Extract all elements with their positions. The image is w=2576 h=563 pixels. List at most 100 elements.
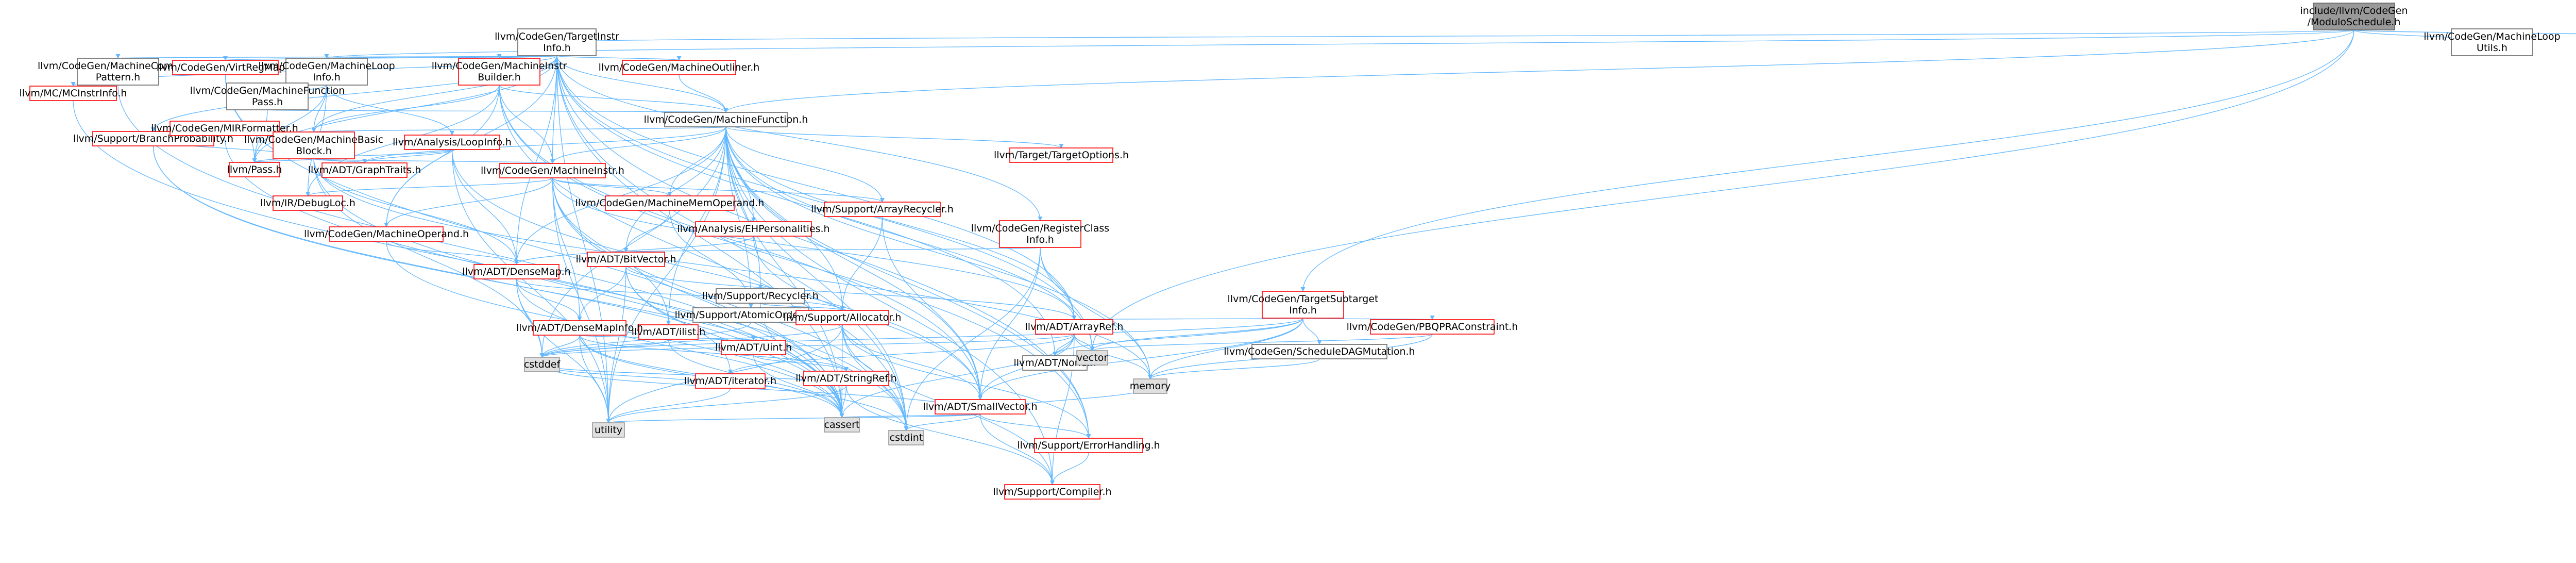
node-pass-label-0: llvm/Pass.h bbox=[227, 164, 282, 175]
node-mmo[interactable]: llvm/CodeGen/MachineMemOperand.h bbox=[575, 195, 765, 211]
node-allocator[interactable]: llvm/Support/Allocator.h bbox=[784, 310, 902, 325]
node-mbb-label-0: llvm/CodeGen/MachineBasic bbox=[244, 134, 383, 145]
node-debugloc-box bbox=[273, 195, 343, 211]
node-cassert: cassert bbox=[824, 417, 860, 433]
node-stringref-label-0: llvm/ADT/StringRef.h bbox=[795, 373, 896, 384]
node-stringref[interactable]: llvm/ADT/StringRef.h bbox=[795, 371, 897, 386]
node-compiler[interactable]: llvm/Support/Compiler.h bbox=[993, 484, 1112, 500]
node-mirf[interactable]: llvm/CodeGen/MIRFormatter.h bbox=[151, 121, 298, 136]
node-mcinst[interactable]: llvm/MC/MCInstrInfo.h bbox=[20, 86, 127, 101]
node-none[interactable]: llvm/ADT/None.h bbox=[1014, 355, 1096, 371]
edge-stringref-to-cassert bbox=[839, 385, 847, 418]
edge-smallvec-to-compiler bbox=[979, 413, 1055, 485]
node-pass-box bbox=[229, 162, 280, 177]
node-schedmut[interactable]: llvm/CodeGen/ScheduleDAGMutation.h bbox=[1224, 344, 1415, 359]
node-smallvec[interactable]: llvm/ADT/SmallVector.h bbox=[923, 399, 1038, 415]
edge-recycler-to-allocator bbox=[760, 303, 845, 311]
edge-rci-to-smallvec bbox=[977, 247, 1041, 400]
node-mcp-box bbox=[77, 58, 159, 86]
edge-mbb-to-pass bbox=[252, 158, 314, 163]
node-debugloc-label-0: llvm/IR/DebugLoc.h bbox=[260, 197, 355, 209]
node-cstdint: cstdint bbox=[888, 430, 924, 445]
node-mout[interactable]: llvm/CodeGen/MachineOutliner.h bbox=[599, 60, 760, 75]
node-pass[interactable]: llvm/Pass.h bbox=[227, 162, 282, 177]
node-mcinst-box bbox=[29, 86, 117, 101]
node-tsi-label-0: llvm/CodeGen/TargetSubtarget bbox=[1228, 293, 1379, 305]
node-mlu-label-0: llvm/CodeGen/MachineLoop bbox=[2424, 31, 2560, 42]
node-bitvec-box bbox=[587, 252, 665, 267]
edge-mi-to-debugloc bbox=[306, 177, 553, 196]
node-mo[interactable]: llvm/CodeGen/MachineOperand.h bbox=[304, 226, 469, 242]
edge-mcp-to-cassert bbox=[117, 85, 844, 418]
node-pbqp[interactable]: llvm/CodeGen/PBQPRAConstraint.h bbox=[1347, 319, 1518, 335]
node-mfp-label-0: llvm/CodeGen/MachineFunction bbox=[190, 85, 345, 96]
node-graphtraits[interactable]: llvm/ADT/GraphTraits.h bbox=[308, 162, 421, 178]
node-allocator-box bbox=[795, 310, 889, 325]
node-errh[interactable]: llvm/Support/ErrorHandling.h bbox=[1017, 438, 1160, 453]
node-densemap[interactable]: llvm/ADT/DenseMap.h bbox=[462, 264, 571, 279]
node-mcinst-label-0: llvm/MC/MCInstrInfo.h bbox=[20, 88, 127, 99]
node-ehp-box bbox=[695, 221, 812, 237]
node-ilist[interactable]: llvm/ADT/ilist.h bbox=[632, 324, 706, 340]
node-tgtopt[interactable]: llvm/Target/TargetOptions.h bbox=[994, 147, 1129, 163]
node-tsi-box bbox=[1262, 291, 1344, 319]
node-root-label-0: include/llvm/CodeGen bbox=[2300, 5, 2408, 16]
edge-arrayref-to-cstddef bbox=[539, 334, 1075, 358]
node-dmi[interactable]: llvm/ADT/DenseMapInfo.h bbox=[516, 320, 643, 336]
node-debugloc[interactable]: llvm/IR/DebugLoc.h bbox=[260, 195, 355, 211]
node-ehp[interactable]: llvm/Analysis/EHPersonalities.h bbox=[677, 221, 830, 237]
edge-mf-to-graphtraits bbox=[362, 126, 726, 163]
node-tii-label-0: llvm/CodeGen/TargetInstr bbox=[495, 31, 619, 42]
node-pbqp-label-0: llvm/CodeGen/PBQPRAConstraint.h bbox=[1347, 321, 1518, 333]
edge-arrayref-to-cassert bbox=[839, 334, 1075, 418]
node-atomic[interactable]: llvm/Support/AtomicOrdering.h bbox=[675, 307, 827, 323]
node-loopinfo[interactable]: llvm/Analysis/LoopInfo.h bbox=[393, 135, 512, 150]
node-arec-label-0: llvm/Support/ArrayRecycler.h bbox=[811, 204, 954, 215]
edge-allocator-to-cstddef bbox=[539, 324, 843, 358]
edge-tii-to-mf bbox=[556, 55, 728, 113]
edge-tii-to-rci bbox=[556, 55, 1043, 221]
node-mf[interactable]: llvm/CodeGen/MachineFunction.h bbox=[644, 112, 808, 127]
node-rci-label-0: llvm/CodeGen/RegisterClass bbox=[971, 223, 1109, 234]
edge-mf-to-memory bbox=[725, 126, 1153, 379]
node-uint[interactable]: llvm/ADT/Uint.h bbox=[715, 340, 792, 355]
dependency-nodes: include/llvm/CodeGen/ModuloSchedule.hllv… bbox=[20, 3, 2561, 500]
node-mlu-box bbox=[2451, 28, 2533, 56]
node-iterator[interactable]: llvm/ADT/iterator.h bbox=[684, 373, 776, 389]
edge-mf-to-atomic bbox=[725, 126, 754, 308]
node-cstdint-box bbox=[888, 430, 924, 445]
node-rci-label-1: Info.h bbox=[1026, 234, 1054, 245]
node-densemap-label-0: llvm/ADT/DenseMap.h bbox=[462, 266, 570, 277]
node-errh-label-0: llvm/Support/ErrorHandling.h bbox=[1017, 440, 1160, 451]
node-recycler[interactable]: llvm/Support/Recycler.h bbox=[702, 288, 819, 304]
node-mi[interactable]: llvm/CodeGen/MachineInstr.h bbox=[481, 163, 624, 178]
edge-root-to-vector bbox=[1090, 29, 2354, 351]
node-vrm[interactable]: llvm/CodeGen/VirtRegMap.h bbox=[157, 60, 295, 75]
edge-loopinfo-to-graphtraits bbox=[362, 149, 453, 163]
edge-mf-to-compiler bbox=[725, 126, 1055, 485]
edge-tsi-to-smallvec bbox=[978, 318, 1303, 400]
edge-densemap-to-dmi bbox=[516, 278, 582, 321]
node-arrayref[interactable]: llvm/ADT/ArrayRef.h bbox=[1025, 319, 1124, 335]
edge-iterator-to-utility bbox=[606, 388, 731, 423]
node-bitvec[interactable]: llvm/ADT/BitVector.h bbox=[576, 252, 676, 267]
edge-tii-to-mli bbox=[325, 54, 557, 59]
node-vector: vector bbox=[1076, 350, 1108, 366]
node-allocator-label-0: llvm/Support/Allocator.h bbox=[784, 312, 902, 323]
node-utility-label-0: utility bbox=[595, 424, 622, 436]
node-none-label-0: llvm/ADT/None.h bbox=[1014, 357, 1096, 369]
node-tsi-label-1: Info.h bbox=[1289, 305, 1317, 316]
edge-mf-to-arec bbox=[725, 126, 885, 203]
node-arec[interactable]: llvm/Support/ArrayRecycler.h bbox=[811, 202, 954, 217]
edge-mfp-to-pass bbox=[252, 109, 268, 163]
